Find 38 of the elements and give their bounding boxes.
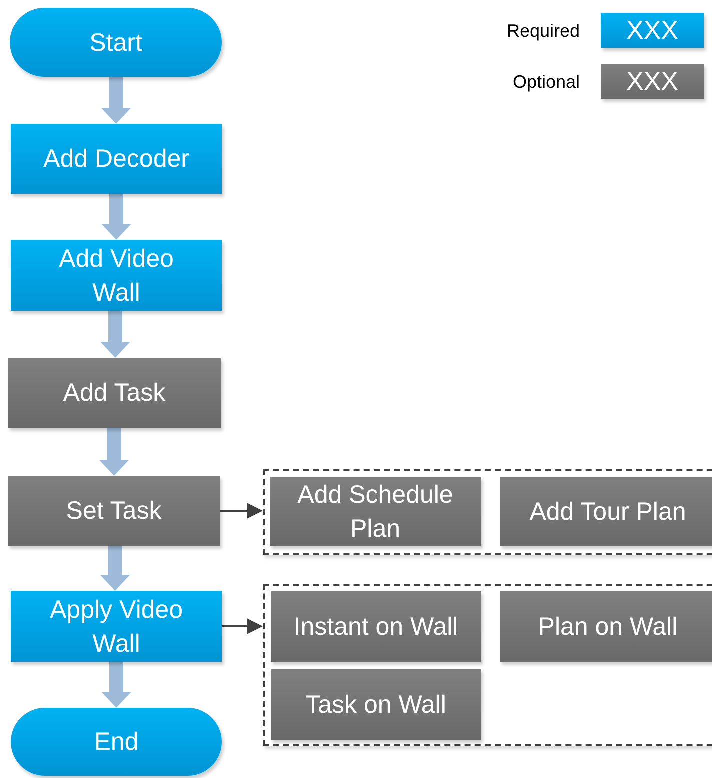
node-label: Add Video Wall bbox=[58, 244, 175, 308]
process-box bbox=[8, 476, 220, 546]
terminal-pill bbox=[11, 708, 222, 776]
node-label: Instant on Wall bbox=[294, 612, 458, 642]
process-box bbox=[500, 477, 712, 546]
node-label: Add Decoder bbox=[44, 144, 190, 175]
group-frame bbox=[263, 584, 712, 746]
process-box bbox=[11, 124, 222, 194]
arrow bbox=[220, 503, 263, 519]
node-label: Add Tour Plan bbox=[530, 496, 686, 528]
node-label: Start bbox=[90, 28, 142, 58]
flow-arrow bbox=[100, 311, 130, 358]
flow-arrow bbox=[101, 77, 132, 124]
process-box bbox=[11, 591, 222, 662]
node-label: Set Task bbox=[66, 496, 162, 527]
node-label: Task on Wall bbox=[306, 690, 446, 720]
node-label: Plan on Wall bbox=[538, 612, 678, 642]
group-frame bbox=[263, 469, 712, 555]
flow-arrow bbox=[102, 662, 132, 708]
flow-arrow bbox=[102, 194, 132, 240]
flow-arrow bbox=[100, 546, 130, 591]
process-box bbox=[11, 240, 222, 311]
flow-arrow bbox=[99, 428, 130, 476]
process-box bbox=[8, 358, 221, 428]
arrow bbox=[222, 618, 263, 634]
legend-label: Required bbox=[506, 20, 580, 43]
process-box bbox=[271, 669, 481, 740]
legend-label: Optional bbox=[512, 71, 580, 94]
process-box bbox=[270, 477, 481, 546]
process-box bbox=[271, 591, 481, 662]
terminal-pill bbox=[10, 8, 222, 77]
legend-swatch: XXX bbox=[601, 64, 704, 99]
node-label: Add Schedule Plan bbox=[296, 480, 454, 544]
node-label: End bbox=[94, 727, 139, 758]
legend-swatch: XXX bbox=[601, 13, 704, 48]
node-label: Add Task bbox=[63, 378, 166, 409]
node-label: Apply Video Wall bbox=[49, 594, 184, 660]
process-box bbox=[500, 591, 712, 662]
